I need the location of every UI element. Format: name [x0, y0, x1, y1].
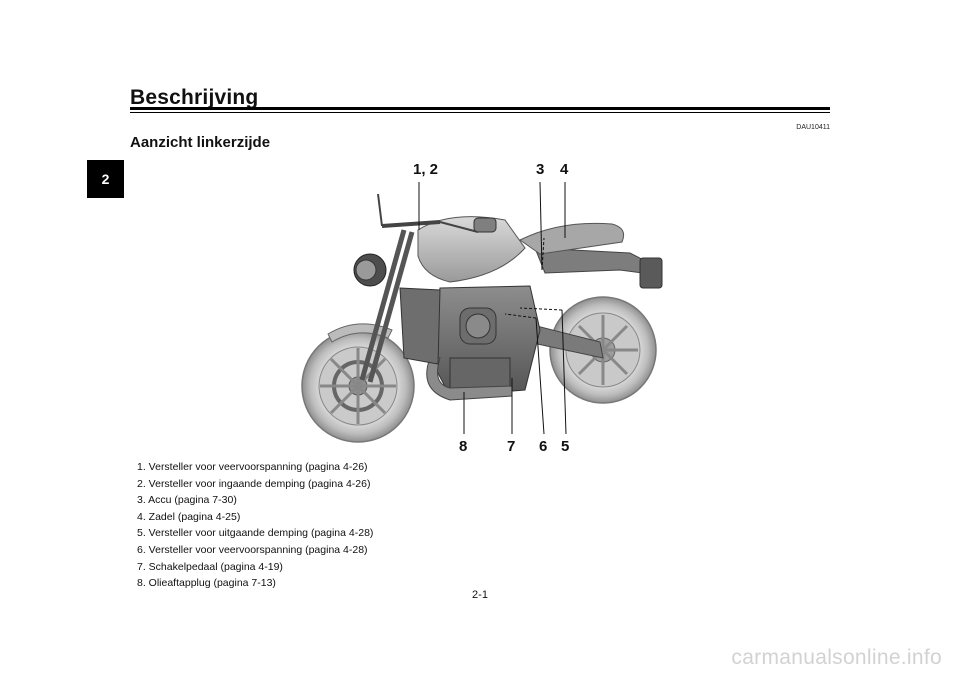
callout-5: 5 — [561, 438, 570, 455]
motorcycle-illustration — [301, 181, 663, 443]
legend-item: 7. Schakelpedaal (pagina 4-19) — [137, 560, 283, 573]
legend-item: 5. Versteller voor uitgaande demping (pa… — [137, 527, 374, 540]
title-rule-thin — [130, 112, 830, 113]
callout-4: 4 — [560, 161, 569, 178]
motorcycle-figure: 1, 2 3 4 8 7 6 5 — [300, 158, 680, 458]
legend-item: 1. Versteller voor veervoorspanning (pag… — [137, 461, 368, 473]
callout-1-2: 1, 2 — [413, 161, 439, 178]
parts-legend: 1. Versteller voor veervoorspanning (pag… — [137, 459, 373, 592]
legend-item: 6. Versteller voor veervoorspanning (pag… — [137, 543, 368, 556]
document-code: DAU10411 — [796, 124, 830, 131]
callout-6: 6 — [539, 438, 548, 455]
title-rule — [130, 107, 830, 110]
legend-item: 2. Versteller voor ingaande demping (pag… — [137, 477, 371, 490]
callout-7: 7 — [507, 438, 516, 455]
legend-item: 3. Accu (pagina 7-30) — [137, 494, 237, 507]
legend-item: 4. Zadel (pagina 4-25) — [137, 510, 241, 523]
chapter-tab: 2 — [87, 160, 124, 198]
callout-8: 8 — [459, 438, 468, 455]
callout-3: 3 — [536, 161, 545, 178]
page-number: 2-1 — [472, 589, 488, 601]
legend-item: 8. Olieaftapplug (pagina 7-13) — [137, 577, 276, 590]
section-title: Aanzicht linkerzijde — [130, 134, 271, 151]
page-title: Beschrijving — [130, 86, 259, 109]
watermark: carmanualsonline.info — [731, 646, 942, 669]
